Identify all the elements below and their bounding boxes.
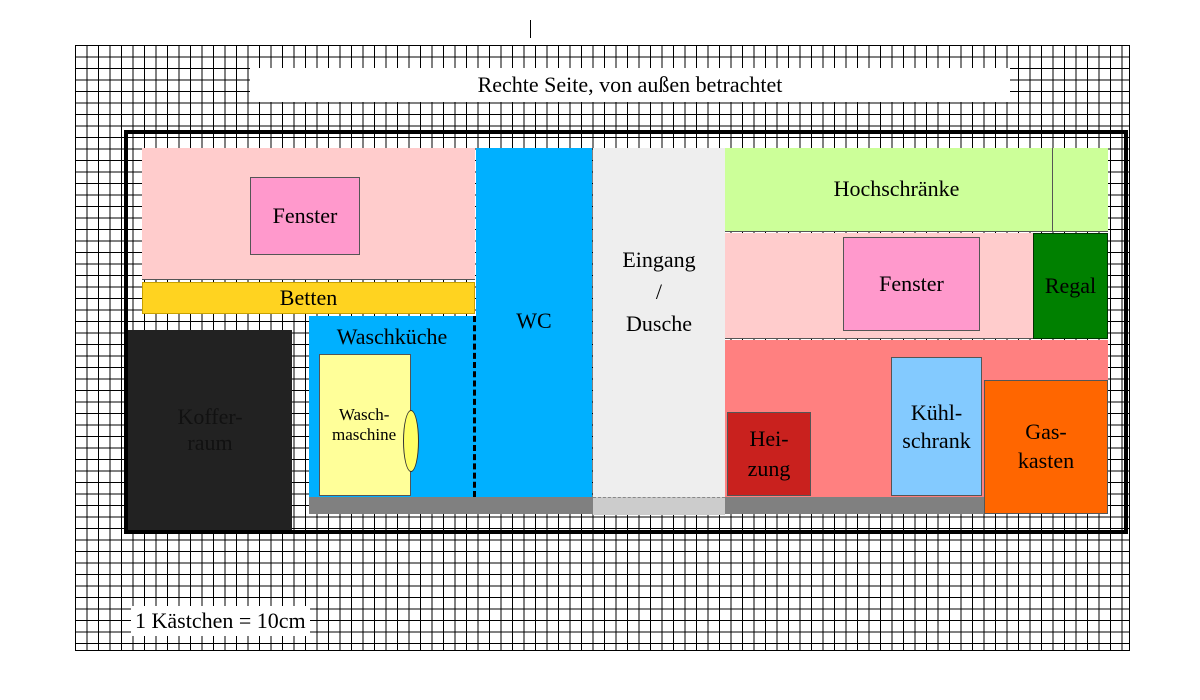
- window-left-label: Fenster: [272, 202, 338, 228]
- laundry-room-label: Waschküche: [336, 323, 448, 349]
- gas-box-label: Gas- kasten: [1017, 419, 1075, 473]
- window-right: Fenster: [843, 237, 980, 331]
- gas-box: Gas- kasten: [984, 380, 1108, 514]
- heater-label: Hei- zung: [747, 426, 791, 481]
- fridge: Kühl- schrank: [891, 357, 982, 496]
- entrance-shower-label: Eingang / Dusche: [622, 247, 696, 336]
- window-left: Fenster: [250, 177, 360, 255]
- floor-strip-right: [725, 497, 985, 514]
- washing-machine-label: Wasch- maschine: [332, 404, 397, 444]
- washing-machine-door: [403, 410, 419, 472]
- beds-label: Betten: [279, 284, 338, 310]
- beds: Betten: [142, 282, 475, 314]
- luggage-compartment-label: Koffer- raum: [177, 403, 243, 455]
- washing-machine: Wasch- maschine: [319, 354, 411, 496]
- wc-label: WC: [516, 308, 552, 333]
- heater: Hei- zung: [727, 412, 811, 496]
- center-tick-mark: [530, 20, 531, 38]
- vehicle-outline: [124, 130, 1128, 534]
- shelf-label: Regal: [1044, 272, 1097, 298]
- wc: WC: [476, 148, 592, 497]
- tall-cabinets: Hochschränke: [725, 148, 1108, 232]
- luggage-compartment: Koffer- raum: [128, 330, 292, 530]
- tall-cabinets-label: Hochschränke: [833, 176, 960, 202]
- window-right-label: Fenster: [879, 270, 944, 296]
- floor-strip-left: [309, 497, 593, 514]
- diagram-title: Rechte Seite, von außen betrachtet: [250, 68, 1010, 102]
- fridge-label: Kühl- schrank: [902, 400, 971, 453]
- shelf: Regal: [1033, 233, 1108, 339]
- floor-strip-entrance: [593, 497, 725, 515]
- scale-note: 1 Kästchen = 10cm: [131, 606, 310, 636]
- entrance-shower: Eingang / Dusche: [593, 148, 725, 497]
- tall-cabinets-divider: [1052, 148, 1053, 232]
